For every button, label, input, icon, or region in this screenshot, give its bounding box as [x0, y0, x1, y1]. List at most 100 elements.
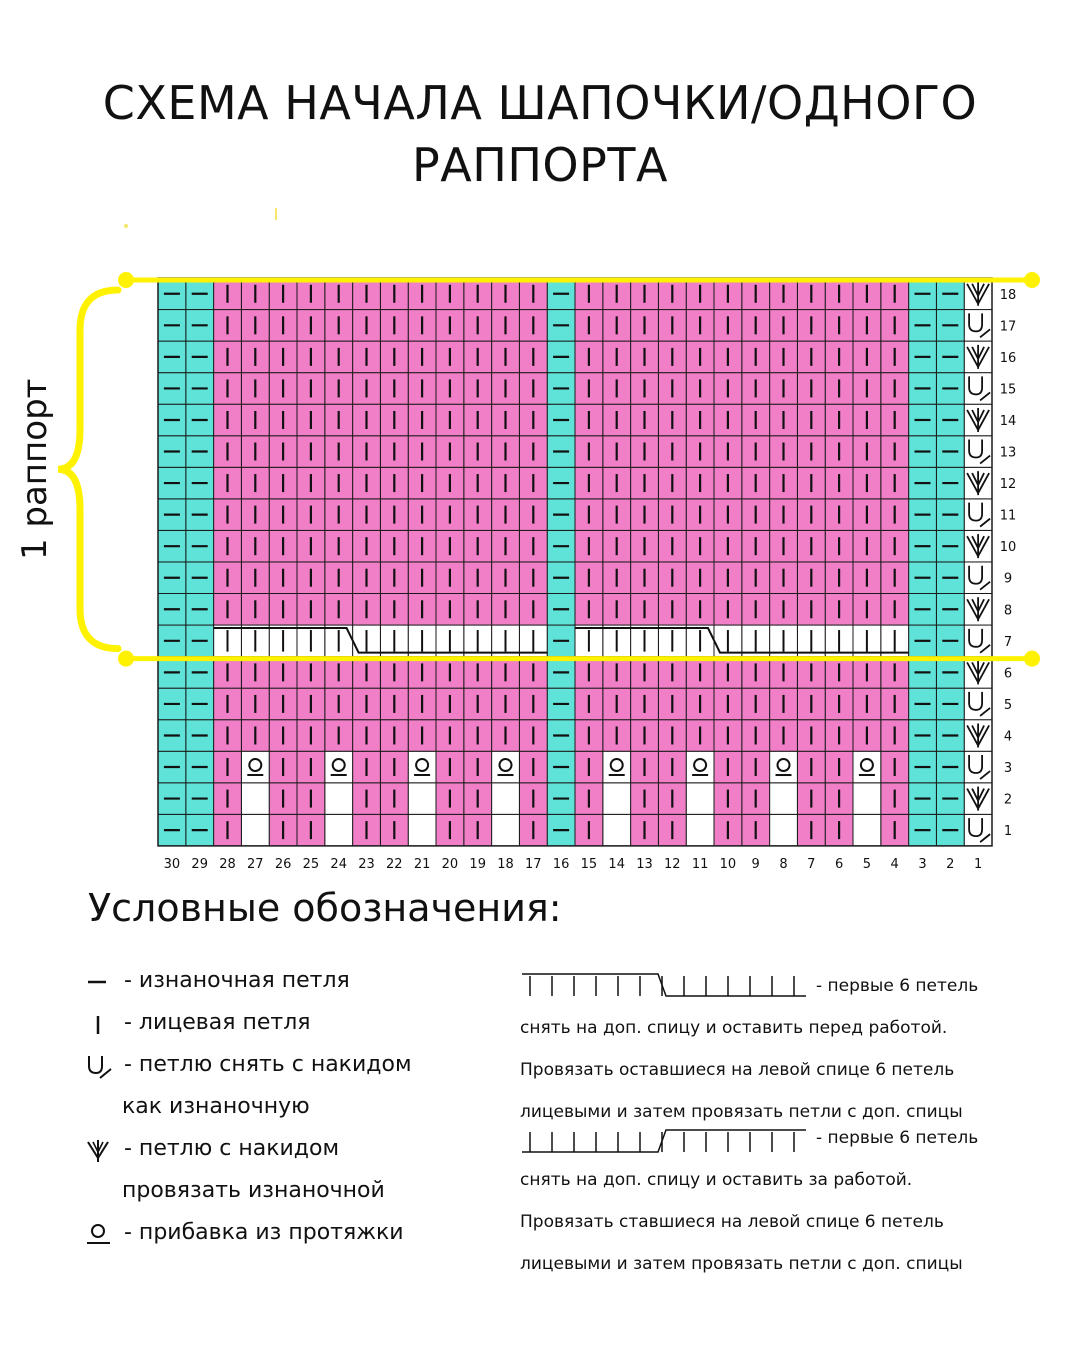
chart-cell-knit [379, 529, 409, 563]
chart-cell-knit [296, 466, 326, 500]
column-number: 21 [414, 857, 431, 872]
purl-dash-icon [88, 980, 106, 984]
row-number: 14 [1000, 414, 1017, 429]
chart-cell-knit [491, 309, 520, 342]
column-number: 19 [469, 857, 486, 872]
slip-with-yarn-over-icon [968, 376, 991, 402]
legend-text: - петлю снять с накидом [124, 1052, 412, 1077]
chart-cell-knit [741, 561, 771, 595]
chart-cell-blank [491, 813, 520, 847]
page-title-line-2: РАППОРТА [412, 138, 668, 192]
cable-right-cross-icon [522, 1129, 806, 1153]
increase-loop-icon [609, 758, 624, 773]
row-number: 9 [1004, 572, 1012, 587]
knit-together-purl-icon [87, 1140, 109, 1162]
legend-text: - первые 6 петель [816, 976, 979, 996]
slip-with-yarn-over-icon [968, 313, 991, 339]
column-number: 29 [191, 857, 208, 872]
chart-cell-knit [574, 782, 604, 815]
column-number: 3 [918, 857, 926, 872]
knit-together-purl-icon [966, 597, 990, 622]
chart-cell-blank [852, 813, 882, 847]
chart-cell-blank [685, 813, 715, 847]
chart-cell-increase [602, 750, 632, 784]
chart-cell-increase [407, 750, 437, 784]
increase-loop-icon [498, 758, 513, 773]
knit-together-purl-icon [966, 281, 990, 306]
row-number: 16 [1000, 351, 1017, 366]
increase-loop-icon [415, 758, 430, 773]
column-number: 30 [164, 857, 181, 872]
legend-item-increase: - прибавка из протяжки [84, 1220, 404, 1248]
chart-cell-blank [602, 782, 632, 815]
column-number: 12 [664, 857, 681, 872]
chart-cell-blank [240, 782, 270, 815]
row-number: 13 [1000, 446, 1017, 461]
cable-cross-line [522, 1129, 806, 1153]
column-number: 11 [692, 857, 709, 872]
knit-together-purl-icon [966, 534, 990, 559]
column-number: 22 [386, 857, 403, 872]
repeat-dot [1024, 272, 1040, 288]
legend-text: - изнаночная петля [124, 968, 350, 993]
legend-text: лицевыми и затем провязать петли с доп. … [520, 1102, 963, 1122]
column-number: 17 [525, 857, 542, 872]
chart-cell-knit [463, 309, 493, 342]
increase-loop-icon [331, 758, 346, 773]
row-number: 11 [1000, 509, 1017, 524]
legend-text: Провязать ставшиеся на левой спице 6 пет… [520, 1212, 944, 1232]
slip-with-yarn-over-icon [968, 818, 991, 843]
repeat-dot [118, 650, 134, 667]
chart-cell-purl [546, 309, 576, 342]
chart-cell-knit [240, 372, 270, 405]
chart-cell-increase [491, 750, 520, 784]
cable-cross-line [522, 973, 806, 997]
row-number: 7 [1004, 635, 1012, 650]
row-number: 5 [1004, 698, 1012, 713]
column-number: 24 [330, 857, 347, 872]
row-number: 4 [1004, 729, 1012, 744]
column-number: 15 [581, 857, 598, 872]
legend-text: как изнаночную [122, 1094, 310, 1119]
legend-item-knit-together: - петлю с накидом [84, 1136, 339, 1164]
chart-cell-blank [769, 813, 798, 847]
column-number: 9 [752, 857, 760, 872]
column-number: 25 [303, 857, 320, 872]
chart-cell-knit [574, 403, 604, 437]
row-number: 2 [1004, 793, 1012, 808]
increase-loop-icon [693, 758, 708, 773]
page-title-line-1: СХЕМА НАЧАЛА ШАПОЧКИ/ОДНОГО [102, 76, 978, 130]
knit-together-purl-icon [966, 723, 990, 748]
column-number: 13 [636, 857, 653, 872]
chart-cell-increase [852, 750, 882, 784]
repeat-dot [118, 272, 134, 288]
column-number: 4 [891, 857, 899, 872]
chart-cell-increase [685, 750, 715, 784]
row-number: 6 [1004, 666, 1012, 681]
row-number: 18 [1000, 288, 1017, 303]
chart-cell-increase [769, 750, 798, 784]
chart-cell-knit [379, 813, 409, 847]
slip-with-yarn-over-icon [968, 502, 991, 528]
column-number: 23 [358, 857, 375, 872]
chart-cell-blank [324, 782, 354, 815]
cable-left-cross-icon [522, 973, 806, 997]
slip-with-yarn-over-icon [968, 439, 991, 465]
cable-cross-line [213, 627, 548, 654]
slip-with-yarn-over-icon [968, 628, 991, 654]
chart-cell-purl [185, 498, 215, 531]
column-number: 7 [807, 857, 815, 872]
column-number: 18 [497, 857, 514, 872]
knit-bar-icon [96, 1016, 100, 1034]
chart-cell-blank [769, 782, 798, 815]
chart-cell-knit [296, 687, 326, 721]
knit-together-purl-icon [966, 786, 990, 811]
row-number: 15 [1000, 382, 1017, 397]
knit-together-purl-icon [966, 407, 990, 432]
row-number: 1 [1004, 824, 1012, 839]
row-number: 3 [1004, 761, 1012, 776]
chart-cell-increase [240, 750, 270, 784]
chart-cell-blank [324, 813, 354, 847]
increase-loop-icon [248, 758, 263, 773]
legend-text: снять на доп. спицу и оставить перед раб… [520, 1018, 948, 1038]
